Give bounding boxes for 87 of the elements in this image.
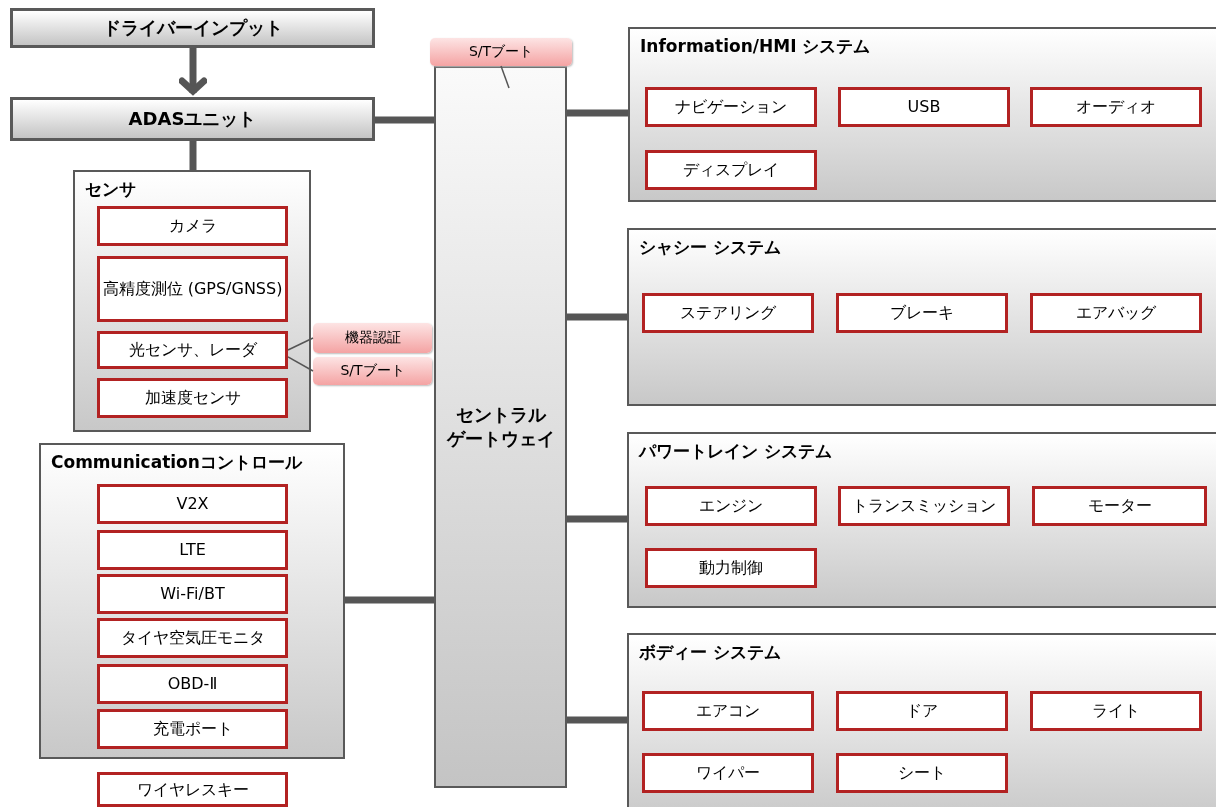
node-label: トランスミッション: [852, 496, 996, 516]
component-box: [97, 256, 288, 322]
node-label: センサ: [85, 178, 136, 201]
node-label: オーディオ: [1076, 97, 1156, 117]
group-panel: [628, 27, 1216, 202]
node-label: 充電ポート: [152, 719, 233, 739]
node-label: エアバッグ: [1076, 303, 1156, 323]
node-label: 加速度センサ: [144, 388, 241, 408]
connector-line: [567, 109, 628, 117]
component-box: [97, 772, 288, 807]
group-panel: [39, 443, 345, 759]
component-box: [645, 87, 817, 127]
node-label: ライト: [1092, 701, 1140, 721]
node-label: Wi-Fi/BT: [160, 584, 225, 604]
node-label: シャシー システム: [639, 236, 781, 259]
component-box: [97, 331, 288, 369]
node-label: シート: [898, 763, 946, 783]
component-box: [1030, 293, 1202, 333]
node-label: S/Tブート: [340, 362, 405, 380]
node-label: 機器認証: [344, 329, 401, 347]
component-box: [642, 753, 814, 793]
node-label: LTE: [179, 540, 206, 560]
node-label: セントラルゲートウェイ: [446, 402, 555, 451]
node-label: ADASユニット: [128, 107, 257, 131]
connector-line: [345, 596, 434, 604]
component-box: [1032, 486, 1207, 526]
group-panel: [627, 633, 1216, 807]
node-label: ワイパー: [696, 763, 760, 783]
component-box: [836, 293, 1008, 333]
node-label: 光センサ、レーダ: [128, 340, 257, 360]
group-panel: [627, 228, 1216, 406]
node-label: V2X: [176, 494, 209, 514]
node-label: エンジン: [699, 496, 763, 516]
connector-line: [567, 515, 627, 523]
component-box: [838, 486, 1010, 526]
node-label: ステアリング: [680, 303, 776, 323]
arrow: [178, 48, 208, 95]
node-label: カメラ: [168, 216, 217, 236]
node-label: エアコン: [696, 701, 760, 721]
node-label: ナビゲーション: [675, 97, 787, 117]
component-box: [836, 691, 1008, 731]
connector-line: [189, 141, 197, 170]
component-box: [642, 691, 814, 731]
component-box: [97, 530, 288, 570]
node-label: ボディー システム: [639, 641, 781, 664]
node-label: パワートレイン システム: [639, 440, 832, 463]
node-label: 高精度測位 (GPS/GNSS): [102, 279, 283, 299]
component-box: [97, 484, 288, 524]
component-box: [97, 709, 288, 749]
component-box: [1030, 87, 1202, 127]
component-box: [97, 574, 288, 614]
component-box: [1030, 691, 1202, 731]
component-box: [645, 150, 817, 190]
process-box: [10, 97, 375, 141]
component-box: [836, 753, 1008, 793]
component-box: [642, 293, 814, 333]
leader-line: [500, 65, 510, 89]
group-panel: [627, 432, 1216, 608]
node-label: ドア: [906, 701, 938, 721]
node-label: ディスプレイ: [683, 160, 779, 180]
node-label: ドライバーインプット: [102, 16, 283, 40]
node-label: ワイヤレスキー: [136, 779, 249, 800]
node-label: Information/HMI システム: [640, 35, 871, 58]
tag-label: [430, 38, 572, 66]
node-label: ブレーキ: [890, 303, 954, 323]
node-label: Communicationコントロール: [51, 451, 302, 474]
component-box: [645, 548, 817, 588]
connector-line: [567, 313, 627, 321]
tag-label: [313, 323, 432, 353]
node-label: タイヤ空気圧モニタ: [120, 628, 265, 648]
node-label: S/Tブート: [468, 43, 534, 61]
process-box: [10, 8, 375, 48]
node-label: USB: [907, 97, 941, 117]
tag-label: [313, 357, 432, 385]
component-box: [645, 486, 817, 526]
node-label: モーター: [1087, 496, 1152, 516]
gateway-box: [434, 66, 567, 788]
node-label: OBD-Ⅱ: [167, 674, 218, 694]
component-box: [97, 206, 288, 246]
component-box: [97, 618, 288, 658]
node-label: 動力制御: [699, 558, 763, 578]
connector-line: [375, 116, 434, 124]
component-box: [97, 664, 288, 704]
component-box: [838, 87, 1010, 127]
connector-line: [567, 716, 627, 724]
component-box: [97, 378, 288, 418]
group-panel: [73, 170, 311, 432]
